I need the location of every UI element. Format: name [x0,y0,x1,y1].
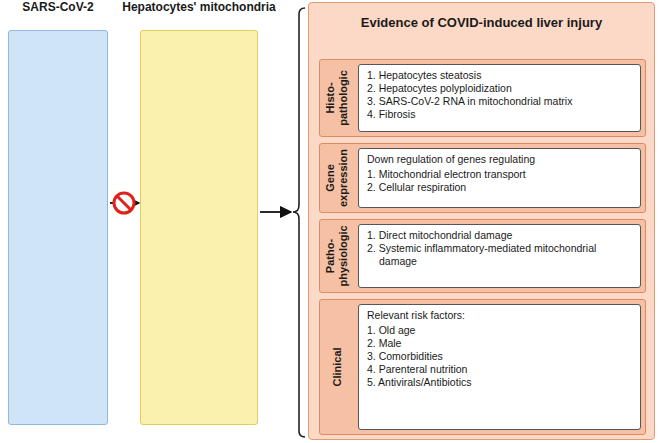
category-band: Clinical Relevant risk factors: 1. Old age… [319,299,646,435]
list-item: 3. Comorbidities [367,350,632,363]
list-item: 2. Systemic inflammatory-mediated mitoch… [367,242,632,268]
panel-heading: Evidence of COVID-induced liver injury [313,15,650,30]
category-label: Patho- physiologic [324,222,350,290]
region-panel: Hepatocytes' mitochondria [140,0,258,425]
category-band: Histo- pathologic 1. Hepatocytes steatosi… [319,59,646,137]
list-item: 1. Old age [367,324,632,337]
bracket [293,8,305,437]
evidence-box: 1. Direct mitochondrial damage2. Systemi… [358,224,641,288]
list-item: 2. Male [367,337,632,350]
category-label: Histo- pathologic [324,62,350,134]
list-item: 3. SARS-CoV-2 RNA in mitochondrial matri… [367,95,632,108]
category-label-area: Histo- pathologic [320,60,354,136]
panel-background [8,30,108,425]
box-intro: Down regulation of genes regulating [367,153,632,166]
list-item: 4. Fibrosis [367,108,632,121]
category-band: Gene expression Down regulation of genes … [319,143,646,213]
category-band: Patho- physiologic 1. Direct mitochondria… [319,219,646,293]
evidence-box: Relevant risk factors: 1. Old age2. Male3… [358,304,641,430]
category-label-area: Patho- physiologic [320,220,354,292]
list-item: 2. Hepatocytes polyploidization [367,82,632,95]
list-item: 2. Cellular respiration [367,181,632,194]
panel-background [140,30,258,425]
category-label-area: Gene expression [320,144,354,212]
category-label-area: Clinical [320,300,354,434]
panel-heading: Hepatocytes' mitochondria [120,0,278,14]
category-label: Gene expression [324,146,350,210]
region-panel: SARS-CoV-2 [8,0,108,425]
list-item: 1. Direct mitochondrial damage [367,229,632,242]
evidence-panel: Evidence of COVID-induced liver injuryHi… [308,2,655,440]
panel-heading: SARS-CoV-2 [0,0,128,14]
category-label: Clinical [331,302,344,432]
evidence-box: 1. Hepatocytes steatosis2. Hepatocytes p… [358,64,641,132]
evidence-box: Down regulation of genes regulating 1. Mi… [358,148,641,208]
list-item: 1. Mitochondrial electron transport [367,168,632,181]
list-item: 5. Antivirals/Antibiotics [367,376,632,389]
prohibition-sign [114,193,134,213]
box-intro: Relevant risk factors: [367,309,632,322]
list-item: 4. Parenteral nutrition [367,363,632,376]
flow-arrow [260,211,291,213]
list-item: 1. Hepatocytes steatosis [367,69,632,82]
